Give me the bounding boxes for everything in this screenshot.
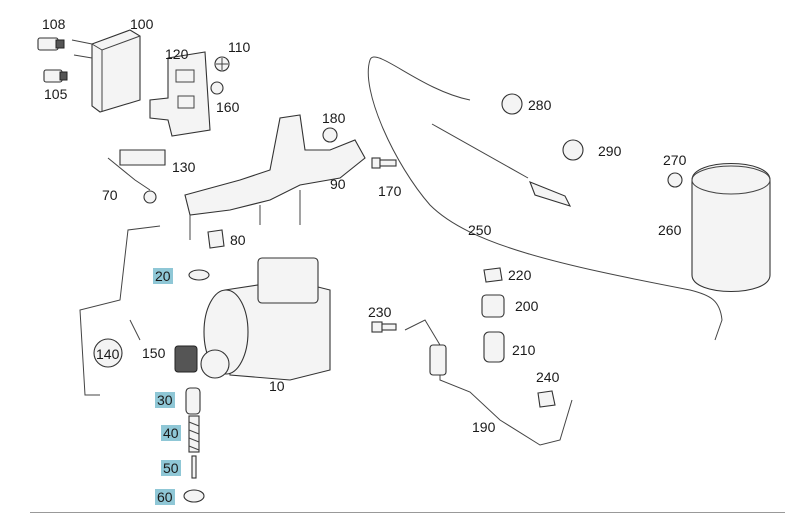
label-100: 100 — [130, 16, 154, 32]
part-160-nut — [210, 81, 224, 95]
label-80: 80 — [230, 232, 246, 248]
label-10: 10 — [269, 378, 285, 394]
part-280-rod — [431, 93, 529, 179]
part-40-spring — [188, 415, 200, 453]
label-280: 280 — [528, 97, 552, 113]
label-60: 60 — [155, 489, 175, 505]
label-40: 40 — [161, 425, 181, 441]
part-260-reservoir — [691, 162, 771, 293]
part-80-clip — [207, 229, 225, 249]
part-105-sensor — [43, 69, 68, 83]
label-250: 250 — [468, 222, 492, 238]
label-120: 120 — [165, 46, 189, 62]
part-230-bolt — [371, 321, 397, 333]
label-140: 140 — [96, 346, 120, 362]
label-90: 90 — [330, 176, 346, 192]
label-20: 20 — [153, 268, 173, 284]
part-240-clamp — [537, 390, 556, 408]
part-130-holder — [107, 149, 166, 204]
label-160: 160 — [216, 99, 240, 115]
part-140-line — [79, 225, 161, 396]
label-270: 270 — [663, 152, 687, 168]
part-290-fitting — [529, 139, 584, 207]
label-70: 70 — [102, 187, 118, 203]
label-130: 130 — [172, 159, 196, 175]
part-30-bushing — [185, 387, 201, 415]
label-110: 110 — [228, 39, 251, 55]
part-170-bolt — [371, 157, 397, 169]
part-110-screw — [214, 56, 230, 72]
part-50-pin — [191, 455, 197, 479]
part-60-washer — [183, 489, 205, 503]
part-190-hose — [404, 319, 573, 446]
label-230: 230 — [368, 304, 392, 320]
bottom-divider — [30, 512, 785, 513]
label-210: 210 — [512, 342, 536, 358]
label-240: 240 — [536, 369, 560, 385]
part-90-bracket — [184, 114, 366, 216]
label-260: 260 — [658, 222, 682, 238]
part-10-compressor — [174, 257, 331, 381]
part-108-sensor — [37, 37, 65, 51]
part-100-control-unit — [71, 29, 141, 113]
label-180: 180 — [322, 110, 346, 126]
part-180-nut — [322, 127, 338, 143]
label-190: 190 — [472, 419, 496, 435]
part-190-valve-body — [429, 344, 447, 376]
label-108: 108 — [42, 16, 66, 32]
label-150: 150 — [142, 345, 166, 361]
part-120-bracket — [149, 51, 211, 137]
label-170: 170 — [378, 183, 402, 199]
part-270-nut — [667, 172, 683, 188]
label-105: 105 — [44, 86, 68, 102]
part-210-valve — [483, 331, 505, 363]
part-250-air-line — [367, 56, 723, 341]
part-90-studs — [189, 190, 301, 240]
label-30: 30 — [155, 392, 175, 408]
label-200: 200 — [515, 298, 539, 314]
label-50: 50 — [161, 460, 181, 476]
part-20-washer — [188, 269, 210, 281]
part-220-clip — [483, 267, 503, 283]
label-220: 220 — [508, 267, 532, 283]
part-200-bracket — [481, 294, 505, 318]
label-290: 290 — [598, 143, 622, 159]
